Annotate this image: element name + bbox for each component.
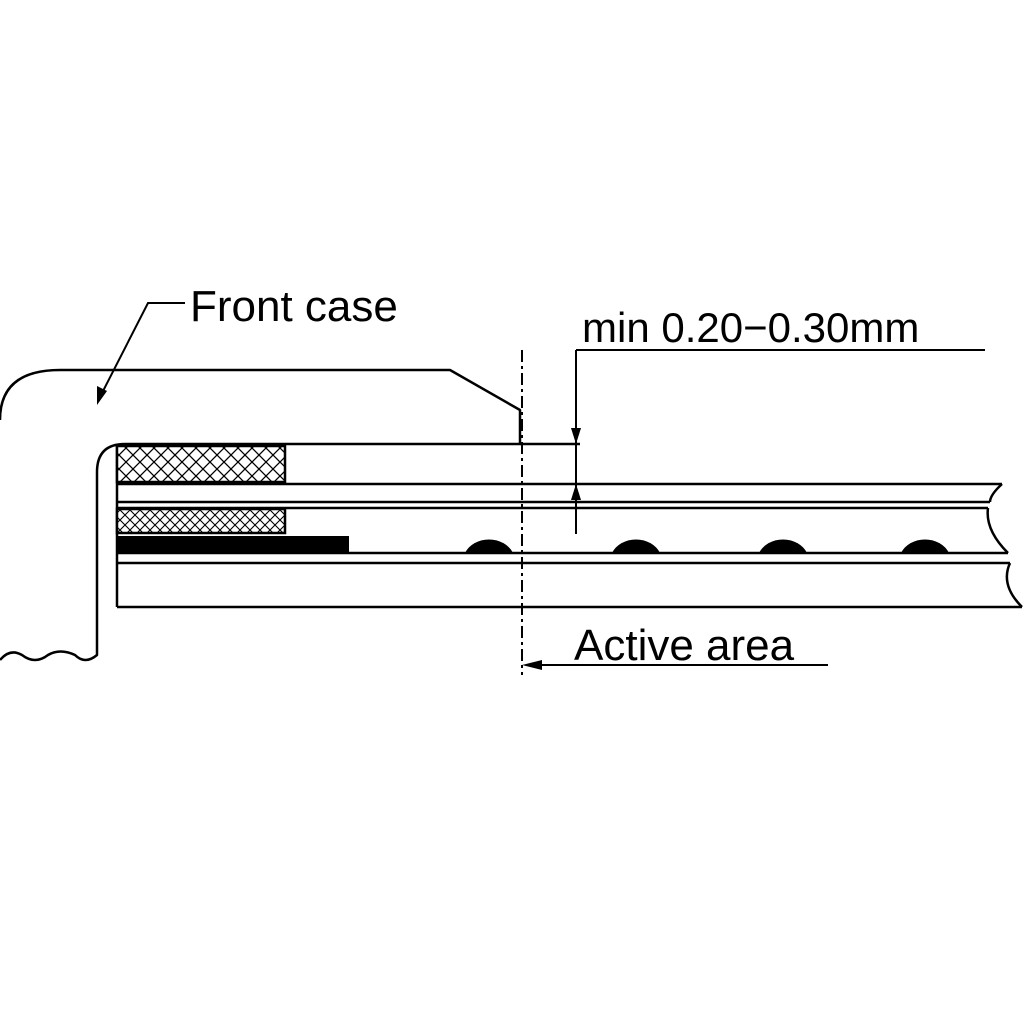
front-case-arrow — [97, 386, 107, 405]
lower-adhesive — [115, 507, 287, 535]
front-case-leader — [100, 302, 185, 396]
gap-dimension — [575, 349, 985, 534]
spacer-dots — [465, 539, 949, 553]
spacer-dot — [901, 539, 949, 553]
break-line — [986, 483, 1023, 608]
gap-label: min 0.20−0.30mm — [582, 304, 919, 351]
active-area-arrow — [522, 660, 542, 670]
gap-arrow-up — [571, 484, 581, 500]
front-case — [0, 368, 522, 662]
spacer-dot — [465, 539, 513, 553]
upper-adhesive — [115, 444, 287, 484]
gap-arrow-down — [571, 428, 581, 444]
front-case-label: Front case — [190, 282, 398, 331]
black-mask — [117, 536, 349, 553]
spacer-dot — [759, 539, 807, 553]
active-area-label: Active area — [574, 621, 795, 670]
spacer-dot — [612, 539, 660, 553]
